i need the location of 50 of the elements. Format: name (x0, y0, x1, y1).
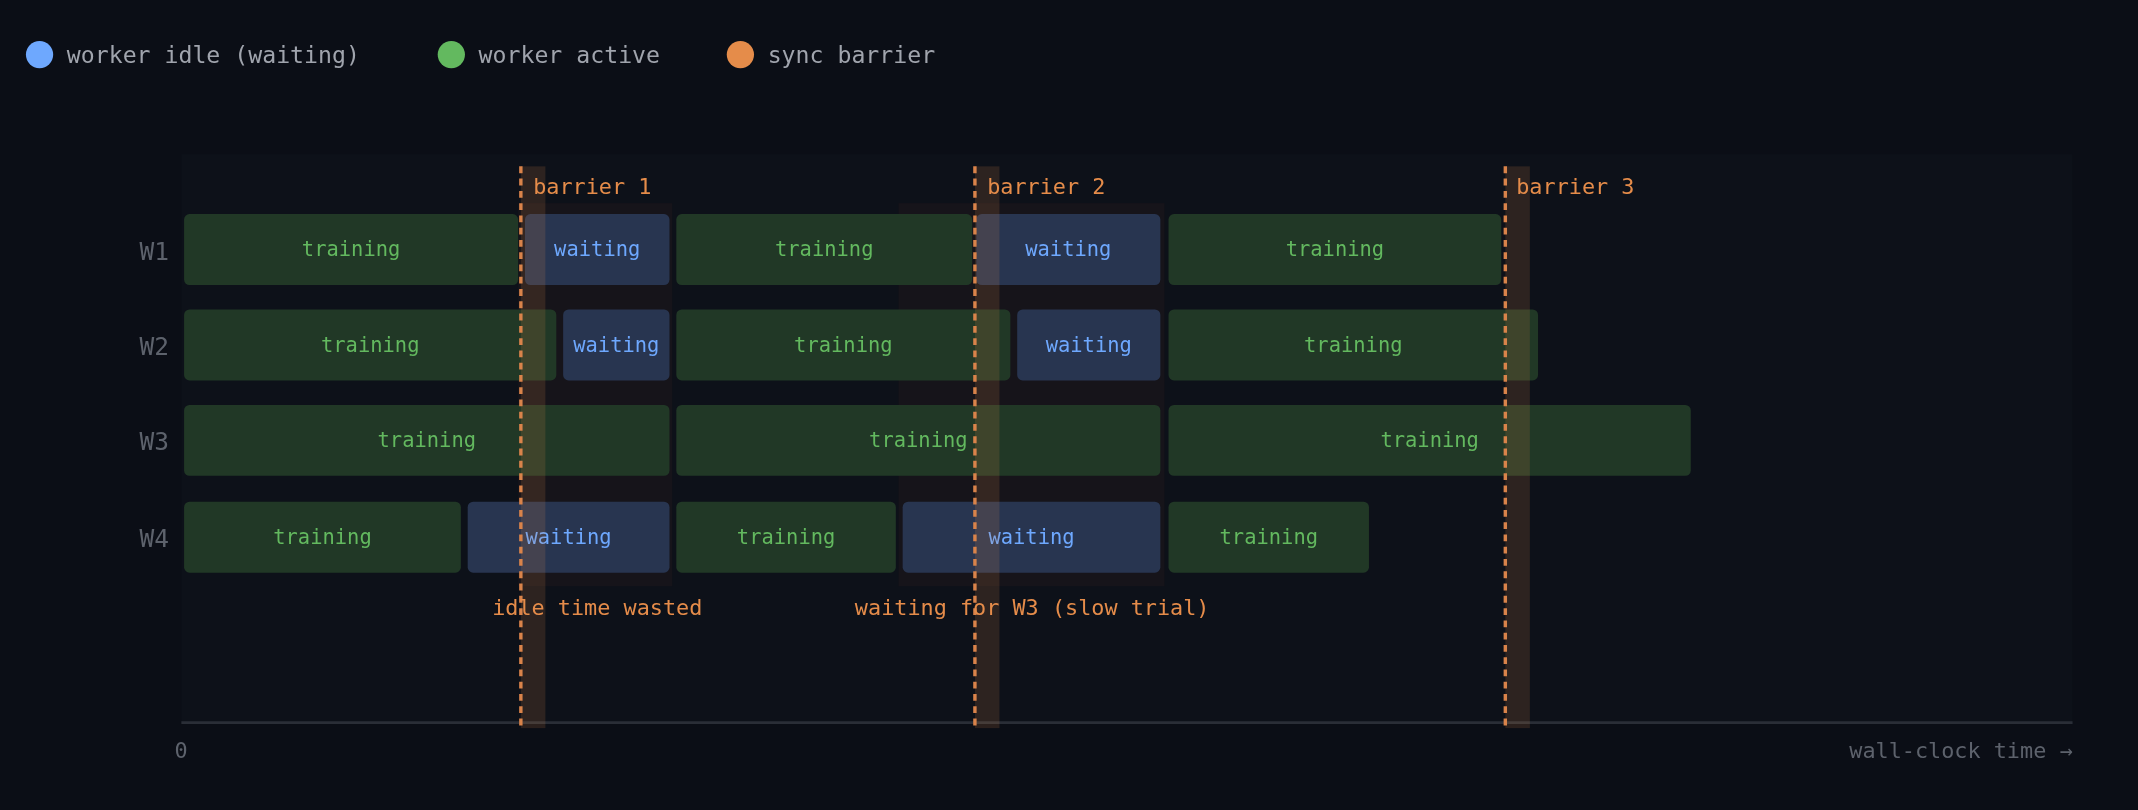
training-bar (1168, 501, 1369, 573)
bar-label: training (794, 332, 893, 358)
bar-label: training (273, 524, 372, 550)
waiting-bar (524, 214, 670, 285)
bar-label: training (1380, 428, 1479, 453)
bar-label: training (301, 237, 401, 262)
barrier-label: barrier 3 (1516, 173, 1635, 201)
training-bar (676, 501, 896, 573)
training-bar (184, 214, 519, 285)
waiting-bar (1017, 309, 1161, 381)
training-bar (184, 404, 670, 476)
bar-label: training (377, 428, 477, 453)
barrier-label: barrier 1 (533, 173, 652, 201)
row-label: W2 (139, 332, 170, 360)
bar-label: waiting (573, 332, 660, 358)
waiting-bar (467, 501, 670, 573)
axis-origin-label: 0 (174, 737, 188, 765)
training-bar (1168, 214, 1502, 285)
training-bar (184, 309, 557, 381)
axis-title: wall-clock time → (1849, 737, 2073, 765)
legend-label: sync barrier (767, 40, 936, 69)
row-label: W1 (139, 238, 170, 266)
training-bar (184, 501, 461, 573)
waiting-bar (976, 214, 1161, 285)
waiting-bar (563, 309, 670, 381)
annotation: waiting for W3 (slow trial) (854, 594, 1210, 622)
bar-label: waiting (1045, 332, 1132, 358)
legend-label: worker active (478, 40, 661, 69)
row-label: W4 (139, 524, 170, 553)
training-bar (676, 404, 1161, 476)
bar-label: waiting (554, 237, 641, 262)
bar-label: waiting (988, 524, 1075, 550)
training-bar (676, 309, 1011, 381)
training-bar (1168, 309, 1539, 381)
bar-label: training (1285, 237, 1385, 262)
bar-label: waiting (525, 524, 612, 550)
training-bar (676, 214, 973, 285)
bar-label: training (869, 428, 968, 453)
bar-label: training (320, 332, 420, 358)
legend-label: worker idle (waiting) (66, 40, 360, 69)
annotation: idle time wasted (492, 594, 703, 622)
bar-label: waiting (1025, 237, 1112, 262)
bar-label: training (1304, 332, 1403, 358)
waiting-bar (902, 501, 1161, 573)
bar-label: training (775, 237, 874, 262)
barrier-label: barrier 2 (987, 173, 1106, 201)
bar-label: training (736, 524, 836, 550)
training-bar (1168, 404, 1691, 476)
bar-label: training (1219, 524, 1318, 550)
row-label: W3 (139, 428, 170, 456)
